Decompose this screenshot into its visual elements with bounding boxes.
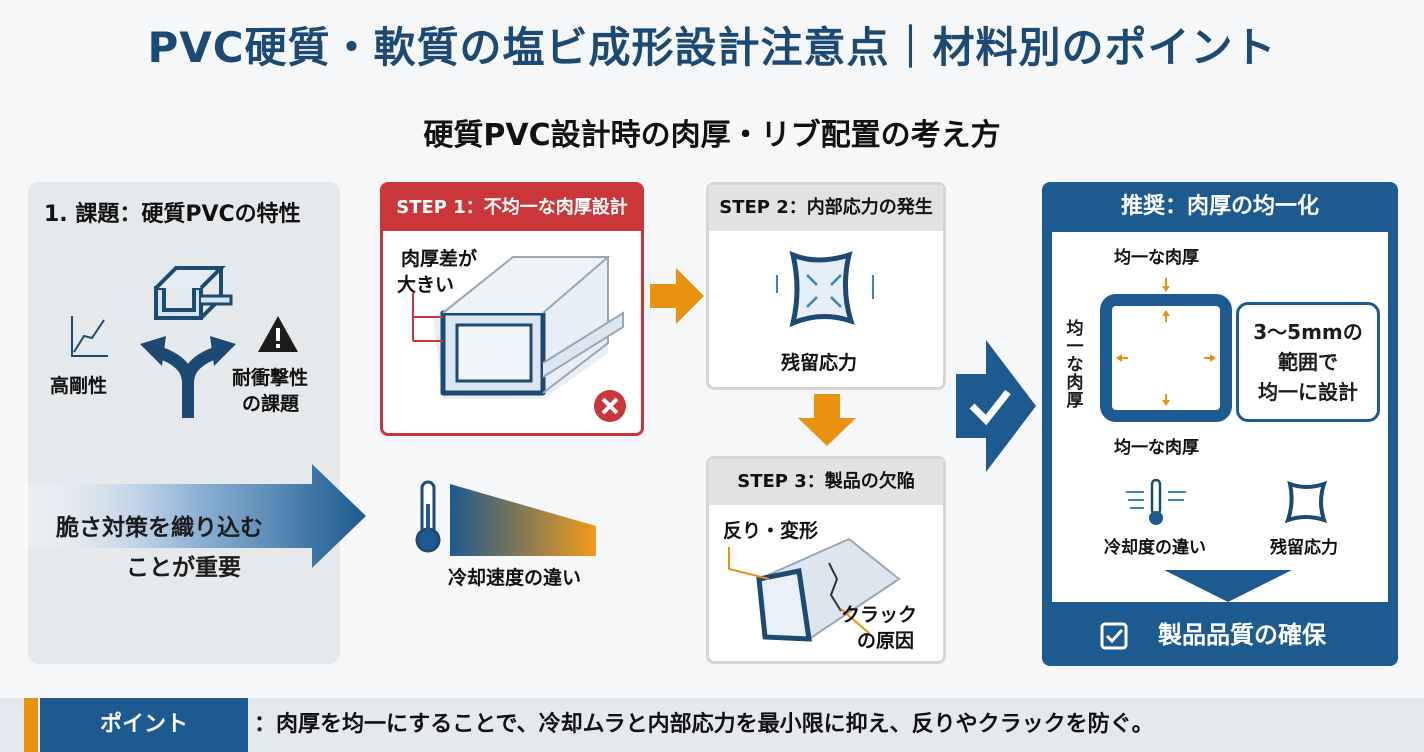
big-arrow xyxy=(22,464,366,568)
step1-note-2: 大きい xyxy=(397,274,455,296)
recommend-card: 推奨：肉厚の均一化 均一な肉厚 均 一 な 肉 厚 均一な肉厚 冷却度の違い xyxy=(1042,182,1398,666)
check-arrow xyxy=(956,340,1036,472)
footer-text: ：肉厚を均一にすることで、冷却ムラと内部応力を最小限に抑え、反りやクラックを防ぐ… xyxy=(254,712,1154,737)
issue-heading: 1. 課題：硬質PVCの特性 xyxy=(44,202,301,227)
stress-distortion-icon xyxy=(776,250,874,328)
recommend-header: 推奨：肉厚の均一化 xyxy=(1120,194,1319,219)
cooling-label: 冷却速度の違い xyxy=(448,567,582,589)
page-title: PVC硬質・軟質の塩ビ成形設計注意点｜材料別のポイント xyxy=(147,23,1277,72)
arrow-text-2: ことが重要 xyxy=(126,555,241,581)
step3-crack-label-1: クラック xyxy=(841,604,918,626)
step3-crack-label-2: の原因 xyxy=(857,630,915,652)
footer-accent xyxy=(24,698,38,752)
thermometer-icon xyxy=(415,480,441,553)
recommend-footer-text: 製品品質の確保 xyxy=(1158,621,1326,649)
page-subtitle: 硬質PVC設計時の肉厚・リブ配置の考え方 xyxy=(423,118,1001,153)
error-x-icon xyxy=(594,390,626,422)
callout-line-1: 3〜5mmの xyxy=(1253,320,1363,344)
profile-icon xyxy=(154,266,233,320)
arrow-right-1 xyxy=(650,268,704,324)
side-thickness-label: 均 一 な 肉 厚 xyxy=(1066,319,1084,411)
arrow-down-1 xyxy=(798,394,856,446)
recommend-footer: 製品品質の確保 xyxy=(1042,606,1398,664)
step1-note-1: 肉厚差が xyxy=(401,248,478,270)
uniform-wall-diagram xyxy=(1100,278,1232,422)
step2-header: STEP 2：内部応力の発生 xyxy=(709,185,943,231)
step2-label: 残留応力 xyxy=(781,352,858,374)
step3-warp-label: 反り・変形 xyxy=(723,520,819,542)
stress-icon xyxy=(1284,480,1328,524)
label-impact-2: の課題 xyxy=(242,393,300,415)
step3-header: STEP 3：製品の欠陥 xyxy=(709,459,943,505)
footer-tag: ポイント xyxy=(40,698,248,752)
issue-panel: 1. 課題：硬質PVCの特性 高剛性 耐衝撃性 の課題 xyxy=(22,182,366,664)
arrow-text-1: 脆さ対策を織り込む xyxy=(56,515,263,541)
label-rigidity: 高剛性 xyxy=(50,375,108,397)
checkbox-icon xyxy=(1100,622,1128,650)
warning-icon xyxy=(258,316,298,352)
callout-line-2: 範囲で xyxy=(1278,350,1338,374)
icon-stress-label: 残留応力 xyxy=(1270,538,1338,558)
label-impact-1: 耐衝撃性 xyxy=(232,367,309,389)
cooling-icon xyxy=(1126,478,1186,525)
step1-card: STEP 1：不均一な肉厚設計 肉厚差が 大きい xyxy=(380,182,644,436)
stiffness-graph-icon xyxy=(71,316,108,357)
bottom-thickness-label: 均一な肉厚 xyxy=(1114,438,1199,458)
cooling-gradient xyxy=(450,484,596,556)
callout-line-3: 均一に設計 xyxy=(1258,380,1358,404)
cracked-profile-illustration xyxy=(728,537,901,642)
step3-card: STEP 3：製品の欠陥 反り・変形 クラック の原因 xyxy=(706,456,946,664)
top-thickness-label: 均一な肉厚 xyxy=(1114,248,1199,268)
down-arrow-banner xyxy=(1164,570,1292,602)
thickness-callout: 3〜5mmの 範囲で 均一に設計 xyxy=(1236,302,1380,422)
split-arrow-icon xyxy=(140,336,236,418)
step2-card: STEP 2：内部応力の発生 残留応力 xyxy=(706,182,946,390)
icon-cooling-label: 冷却度の違い xyxy=(1104,538,1206,558)
step1-header: STEP 1：不均一な肉厚設計 xyxy=(383,185,641,231)
thick-profile-illustration xyxy=(412,256,624,399)
point-footer: ポイント ：肉厚を均一にすることで、冷却ムラと内部応力を最小限に抑え、反りやクラ… xyxy=(0,698,1424,752)
